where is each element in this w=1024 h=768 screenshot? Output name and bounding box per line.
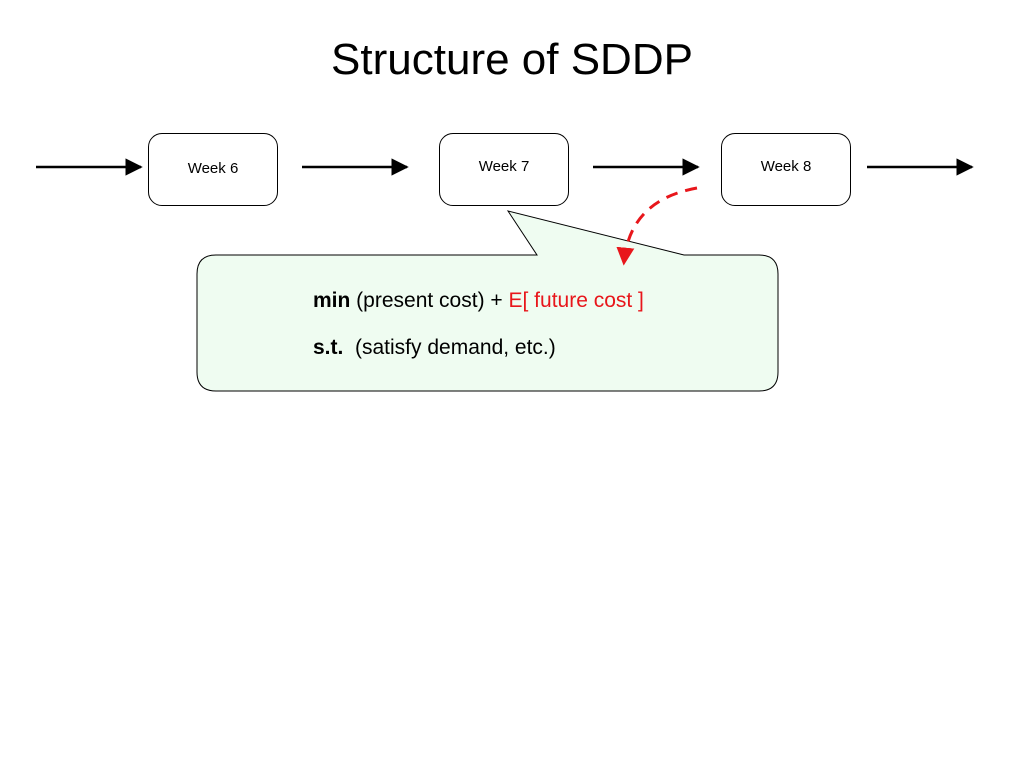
constraint-line: s.t. (satisfy demand, etc.) bbox=[313, 334, 556, 362]
objective-keyword: min bbox=[313, 289, 351, 312]
constraint-text: (satisfy demand, etc.) bbox=[343, 336, 556, 359]
constraint-keyword: s.t. bbox=[313, 336, 344, 359]
stage-label: Week 7 bbox=[478, 158, 530, 175]
page-title: Structure of SDDP bbox=[331, 35, 693, 84]
objective-line: min (present cost) + E[ future cost ] bbox=[313, 287, 644, 315]
stage-box-week-7: Week 7 bbox=[439, 133, 569, 206]
stage-box-week-6: Week 6 bbox=[148, 133, 278, 206]
future-cost-term: E[ future cost ] bbox=[508, 289, 644, 312]
stage-box-week-8: Week 8 bbox=[721, 133, 851, 206]
stage-label: Week 6 bbox=[187, 160, 239, 177]
objective-text: (present cost) + bbox=[350, 289, 509, 312]
stage-label: Week 8 bbox=[760, 158, 812, 175]
